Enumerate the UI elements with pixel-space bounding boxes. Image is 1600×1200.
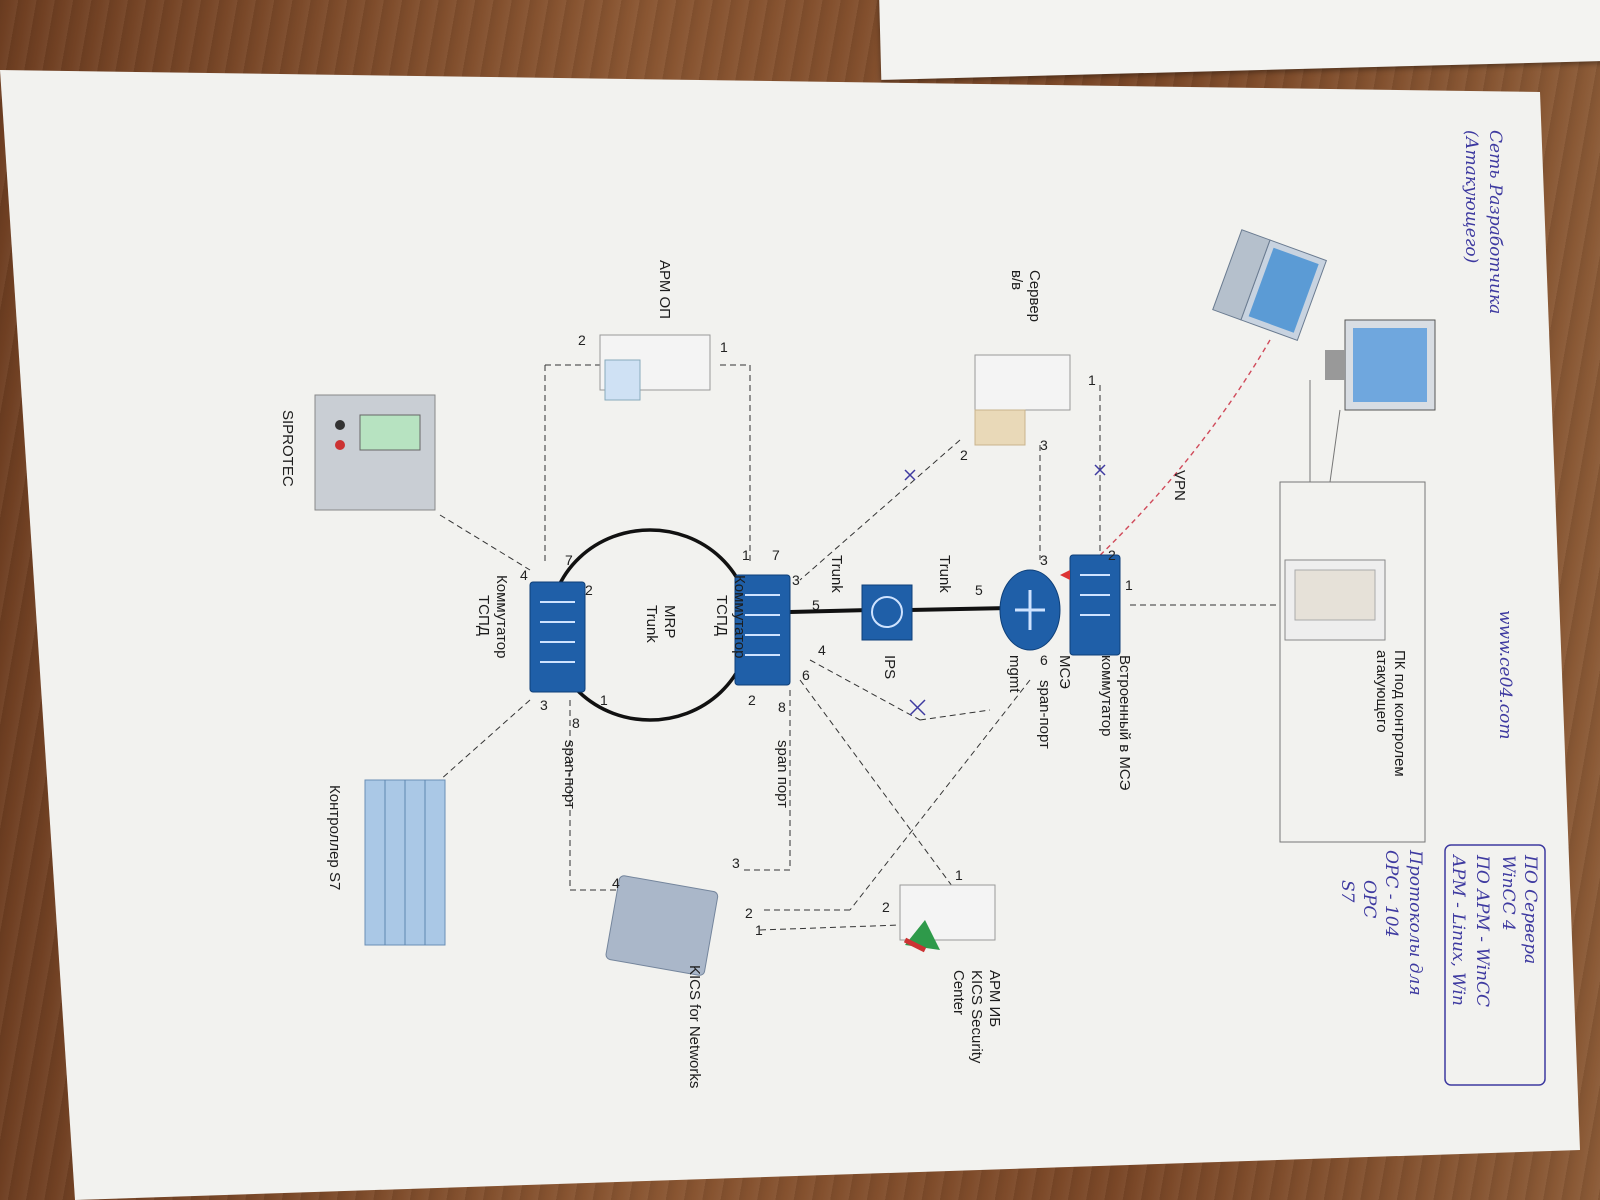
port-3: 3 [732,855,740,871]
port-8: 8 [778,699,786,715]
port-1: 1 [1088,372,1096,388]
port-numbers: 1 3 2 2 1 3 5 6 7 1 3 5 4 6 2 8 1 2 7 2 … [520,332,1133,938]
handwritten-box1-line2: WinCC 4 [1498,855,1518,931]
trunk-label-2: Trunk [936,555,953,593]
arm-op-icon [599,334,711,401]
kics-networks-label: KICS for Networks [686,965,703,1088]
port-2: 2 [1108,547,1116,563]
ips-icon [861,584,913,641]
port-2: 2 [960,447,968,463]
handwritten-box3: АРМ - Linux, Win [1448,854,1468,1006]
handwritten-title-line1: Сеть Разработчика [1485,130,1505,314]
span-label-top: span-порт [1036,680,1053,749]
port-4: 4 [520,567,528,583]
port-1: 1 [742,547,750,563]
handwritten-box1-line1: ПО Сервера [1520,854,1540,964]
port-2: 2 [578,332,586,348]
siprotec-icon [314,394,436,511]
switch-tspd-left-icon [529,581,586,693]
port-2: 2 [745,905,753,921]
port-3: 3 [1040,552,1048,568]
server-label-line1: Сервер [1026,270,1043,322]
port-1: 1 [600,692,608,708]
trunk-link-2 [909,606,1011,612]
server-label-line2: в/в [1008,270,1025,290]
port-2: 2 [748,692,756,708]
builtin-switch-label-line1: Встроенный в МСЭ [1116,655,1133,791]
pc-label-line2: атакующего [1373,650,1390,733]
port-4: 4 [612,875,620,891]
desktop-monitor-icon [1325,319,1436,411]
vpn-line [1089,339,1271,566]
ring-label-trunk: Trunk [643,605,660,643]
controller-s7-label: Контроллер S7 [326,785,343,890]
arm-op-label: АРМ ОП [656,260,673,319]
builtin-switch-icon [1060,554,1121,656]
handwritten-opc3: S7 [1337,880,1357,903]
vpn-label: VPN [1171,470,1188,501]
switch-left-label-line1: Коммутатор [493,575,510,658]
mse-label: МСЭ [1056,655,1073,689]
switch-tspd-right-icon [734,574,791,686]
port-5: 5 [975,582,983,598]
switch-right-label-line2: ТСПД [713,595,730,636]
handwritten-opc1: OPC - 104 [1381,850,1401,937]
handwritten-title: Сеть Разработчика (Атакующего) [1461,130,1505,314]
port-3: 3 [1040,437,1048,453]
port-7: 7 [772,547,780,563]
switch-left-label-line2: ТСПД [475,595,492,636]
trunk-link-1 [789,608,871,614]
siprotec-label: SIPROTEC [279,410,296,487]
arm-ib-label-line3: Center [950,970,967,1015]
arm-ib-label-line2: KICS Security [968,970,985,1064]
laptop-icon [1212,229,1328,342]
port-3: 3 [792,572,800,588]
handwritten-box [1444,844,1546,1086]
ips-label: IPS [881,655,898,679]
arm-ib-icon [899,884,996,953]
handwritten-title-line2: (Атакующего) [1461,130,1481,263]
monitor-connector [1329,409,1341,483]
port-3: 3 [540,697,548,713]
port-7: 7 [565,552,573,568]
arm-ib-label-line1: АРМ ИБ [986,970,1003,1027]
port-2: 2 [882,899,890,915]
pc-label-line1: ПК под контролем [1391,650,1408,777]
attacker-network-box [1279,481,1426,843]
port-1: 1 [755,922,763,938]
controller-s7-icon [364,779,446,946]
handwritten-box2: ПО АРМ - WinCC [1472,854,1492,1007]
port-4: 4 [818,642,826,658]
port-6: 6 [1040,652,1048,668]
mgmt-label: mgmt [1006,655,1023,693]
switch-right-label-line1: Коммутатор [731,575,748,658]
span-label-left: span-порт [561,740,578,809]
server-icon [974,354,1071,446]
span-label-right: span порт [774,740,791,808]
kics-networks-icon [605,875,719,976]
port-5: 5 [812,597,820,613]
handwritten-protocols: Протоколы для [1405,849,1425,996]
port-8: 8 [572,715,580,731]
port-2: 2 [585,582,593,598]
ring-label-mrp: MRP [661,605,678,638]
port-1: 1 [955,867,963,883]
port-6: 6 [802,667,810,683]
handwritten-site: www.ce04.com [1495,610,1515,740]
router-mse-icon [999,569,1061,651]
trunk-label-1: Trunk [828,555,845,593]
port-1: 1 [1125,577,1133,593]
cross-marks [904,464,1106,716]
handwritten-opc2: OPC [1359,880,1379,918]
port-1: 1 [720,339,728,355]
attacker-pc-icon [1284,559,1386,641]
builtin-switch-label-line2: коммутатор [1098,655,1115,736]
